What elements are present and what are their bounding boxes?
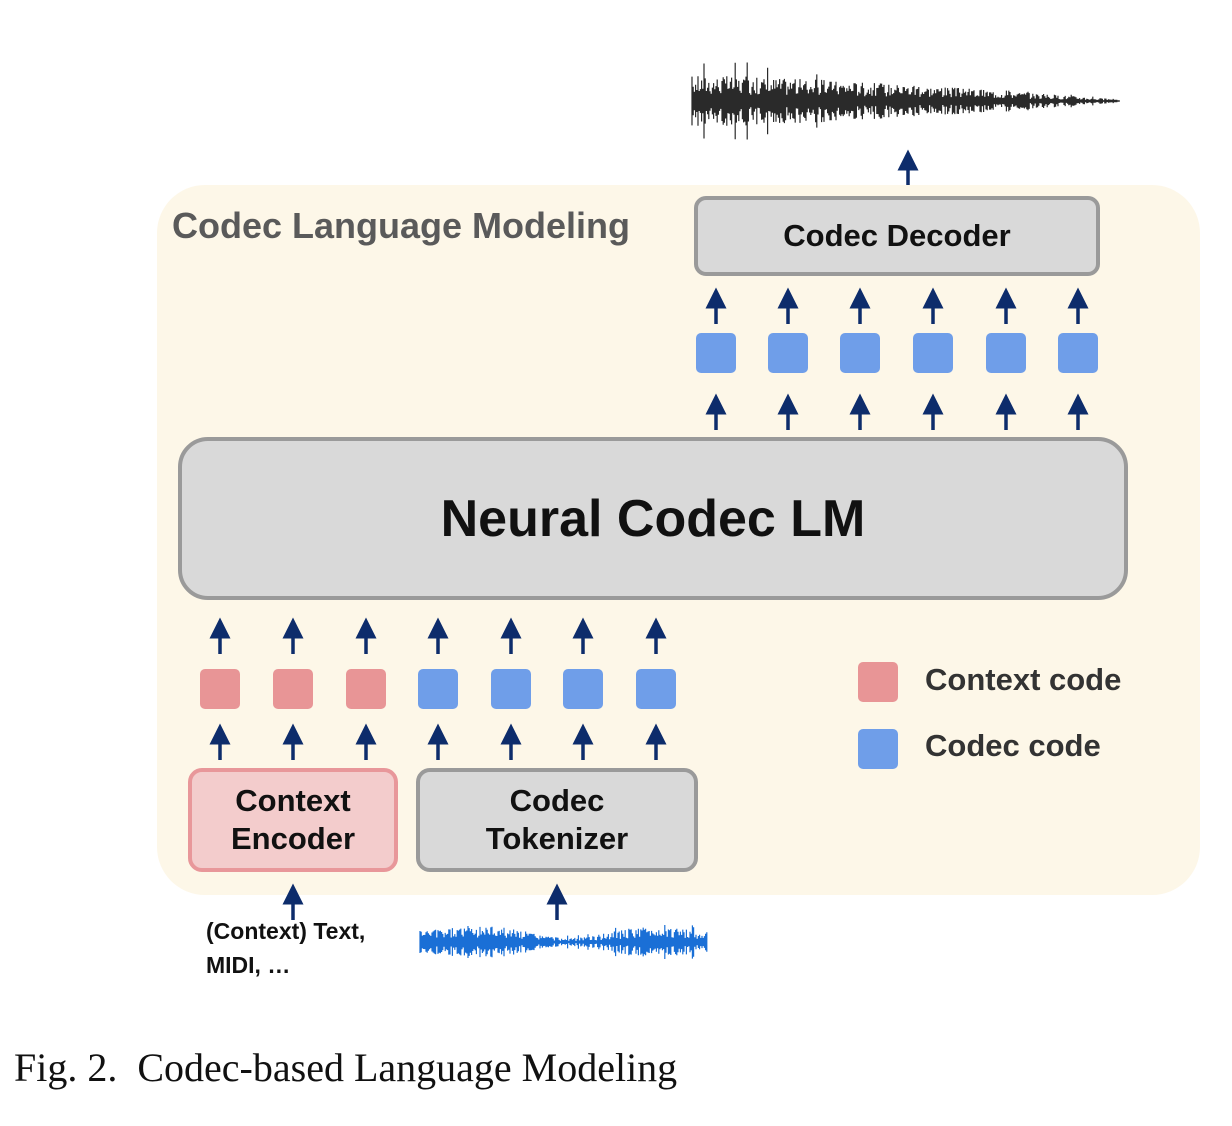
output-codec-code bbox=[768, 333, 808, 373]
input-codec-code bbox=[563, 669, 603, 709]
context-input-line1: (Context) Text, bbox=[206, 918, 366, 944]
output-codec-code bbox=[913, 333, 953, 373]
neural-codec-lm-box: Neural Codec LM bbox=[178, 437, 1128, 600]
codec-tokenizer-line1: Codec bbox=[509, 783, 605, 819]
output-codec-code bbox=[696, 333, 736, 373]
figure-caption: Fig. 2. Codec-based Language Modeling bbox=[14, 1044, 677, 1091]
caption-fig-number: Fig. 2. bbox=[14, 1045, 118, 1090]
context-encoder-box: Context Encoder bbox=[188, 768, 398, 872]
context-code bbox=[273, 669, 313, 709]
input-waveform-image bbox=[419, 925, 708, 959]
context-encoder-line2: Encoder bbox=[230, 821, 356, 856]
codec-decoder-label: Codec Decoder bbox=[783, 218, 1011, 253]
context-input-label: (Context) Text, MIDI, … bbox=[206, 914, 365, 982]
output-codec-code bbox=[1058, 333, 1098, 373]
context-input-line2: MIDI, … bbox=[206, 952, 291, 978]
input-codec-code bbox=[418, 669, 458, 709]
input-codec-code bbox=[491, 669, 531, 709]
context-code bbox=[200, 669, 240, 709]
output-codec-code bbox=[986, 333, 1026, 373]
legend-codec-label: Codec code bbox=[925, 728, 1101, 763]
neural-codec-lm-label: Neural Codec LM bbox=[440, 489, 866, 548]
legend-context-swatch bbox=[858, 662, 898, 702]
codec-tokenizer-box: Codec Tokenizer bbox=[416, 768, 698, 872]
panel-title: Codec Language Modeling bbox=[172, 205, 631, 246]
output-codec-code bbox=[840, 333, 880, 373]
input-codec-code bbox=[636, 669, 676, 709]
codec-tokenizer-line2: Tokenizer bbox=[485, 821, 629, 856]
caption-text: Codec-based Language Modeling bbox=[137, 1045, 678, 1090]
context-encoder-line1: Context bbox=[235, 783, 351, 819]
legend-context-label: Context code bbox=[925, 662, 1122, 697]
output-waveform-image bbox=[691, 62, 1120, 140]
codec-decoder-box: Codec Decoder bbox=[694, 196, 1100, 276]
context-code bbox=[346, 669, 386, 709]
legend-codec-swatch bbox=[858, 729, 898, 769]
